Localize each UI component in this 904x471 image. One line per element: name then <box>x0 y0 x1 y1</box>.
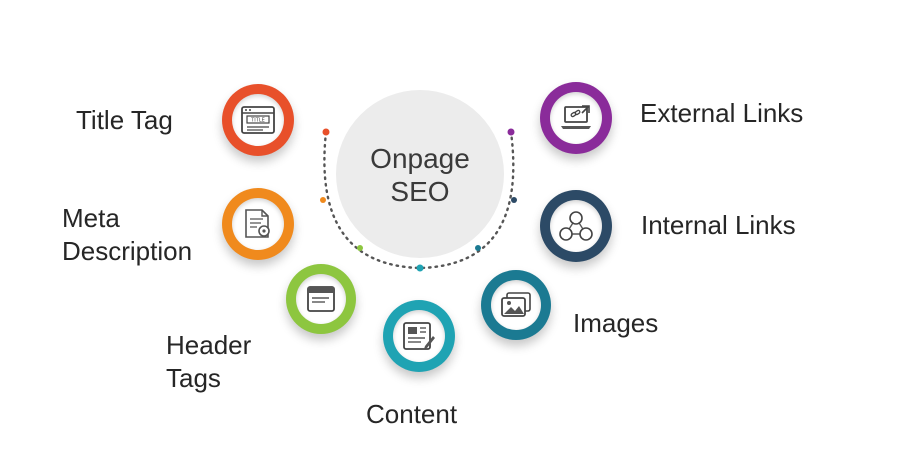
header-tags-node <box>286 264 356 334</box>
header-tags-label-line2: Tags <box>166 363 221 393</box>
laptop-link-icon <box>561 105 591 129</box>
content-label-line1: Content <box>366 399 458 429</box>
title-tag-label-line1: Title Tag <box>76 105 173 135</box>
browser-window-icon <box>307 286 335 312</box>
hub-title: Onpage SEO <box>336 142 504 208</box>
images-label-line1: Images <box>573 308 659 338</box>
link-network-icon <box>559 211 593 241</box>
meta-description-node <box>222 188 294 260</box>
content-node <box>383 300 455 372</box>
internal-links-label-line1: Internal Links <box>641 210 796 240</box>
meta-description-label-line1: Meta <box>62 203 120 233</box>
arc-dot-meta <box>320 197 326 203</box>
arc-dot-header <box>357 245 363 251</box>
hub-title-line2: SEO <box>390 176 450 207</box>
arc-dot-title <box>322 128 330 136</box>
internal-links-label: Internal Links <box>641 209 796 242</box>
onpage-seo-hub <box>336 90 504 258</box>
internal-links-node <box>540 190 612 262</box>
external-links-label-line1: External Links <box>640 98 804 128</box>
title-tag-label: Title Tag <box>76 104 173 137</box>
hub-title-line1: Onpage <box>370 143 470 174</box>
arc-dot-images <box>475 245 481 251</box>
content-label: Content <box>366 398 457 431</box>
meta-description-label: Meta Description <box>62 202 192 268</box>
arc-dot-internal <box>511 197 517 203</box>
title-tag-node: TITLE <box>222 84 294 156</box>
arc-dot-content <box>416 264 424 272</box>
title-window-icon: TITLE <box>241 106 275 134</box>
images-node <box>481 270 551 340</box>
header-tags-label-line1: Header <box>166 330 252 360</box>
meta-description-label-line2: Description <box>62 236 193 266</box>
article-edit-icon <box>403 322 435 350</box>
document-gear-icon <box>245 209 270 238</box>
arc-dot-external <box>507 128 515 136</box>
images-label: Images <box>573 307 658 340</box>
external-links-node <box>540 82 612 154</box>
header-tags-label: Header Tags <box>166 329 251 395</box>
title-icon-text: TITLE <box>250 118 265 124</box>
external-links-label: External Links <box>640 97 803 130</box>
image-gallery-icon <box>501 292 531 317</box>
